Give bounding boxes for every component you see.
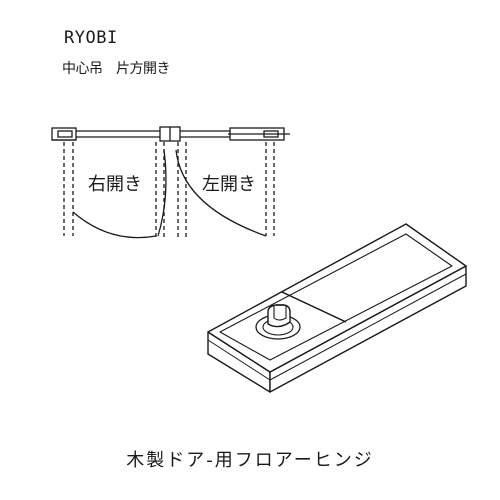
right-swing-door	[63, 142, 167, 239]
right-frame	[228, 127, 290, 141]
floor-hinge-unit	[207, 223, 467, 393]
center-pivot	[159, 126, 181, 142]
product-caption: 木製ドア-用フロアーヒンジ	[126, 450, 374, 471]
left-swing-label: 左開き	[202, 174, 256, 195]
spindle-post	[267, 304, 291, 328]
door-plan-view	[51, 126, 290, 239]
hinge-inner-plate	[219, 233, 453, 361]
closed-door-leaf	[76, 130, 230, 138]
brand-name: RYOBI	[64, 28, 118, 48]
left-frame	[51, 127, 77, 141]
left-swing-door	[175, 142, 275, 238]
product-subtitle: 中心吊 片方開き	[62, 61, 171, 77]
right-swing-label: 右開き	[88, 174, 142, 195]
